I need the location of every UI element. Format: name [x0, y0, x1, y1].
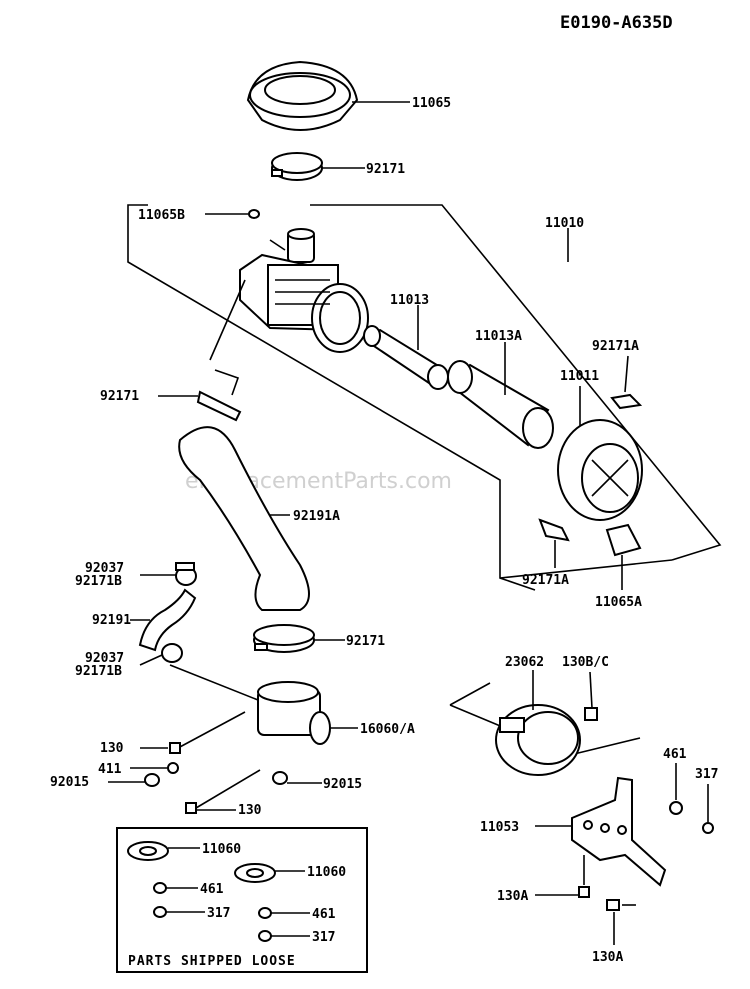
- part-92171-mid-clamp[interactable]: [253, 624, 315, 653]
- label-11060-a: 11060: [202, 842, 241, 857]
- leader-clip-to-elbow: [169, 664, 259, 701]
- part-air-cleaner-housing[interactable]: [239, 228, 369, 353]
- label-92171B-b: 92171B: [75, 664, 122, 679]
- bracket-bottom-line: [499, 559, 673, 579]
- label-11011: 11011: [560, 369, 599, 384]
- part-130-upper-bolt[interactable]: [169, 711, 246, 754]
- part-11060-gasket-b[interactable]: [234, 863, 276, 883]
- label-11065: 11065: [412, 96, 451, 111]
- part-92015-right-nut[interactable]: [272, 771, 288, 785]
- part-92171A-top-clip[interactable]: [610, 393, 643, 410]
- leader-92171A-top: [624, 355, 629, 393]
- part-461-b[interactable]: [258, 907, 272, 919]
- leader-left-hose-guide: [209, 279, 246, 396]
- label-16060A: 16060/A: [360, 722, 415, 737]
- part-92171-top-clamp[interactable]: [271, 152, 323, 181]
- label-130-a: 130: [100, 741, 124, 756]
- label-92191: 92191: [92, 613, 131, 628]
- parts-shipped-loose-title: PARTS SHIPPED LOOSE: [128, 954, 296, 969]
- part-92191A-hose[interactable]: [178, 426, 310, 611]
- part-461-right[interactable]: [669, 801, 683, 815]
- diagram-code: E0190-A635D: [560, 13, 673, 33]
- part-11065B[interactable]: [248, 209, 260, 219]
- part-92171A-bottom-clip[interactable]: [538, 518, 570, 542]
- label-92191A: 92191A: [293, 509, 340, 524]
- label-92171-left: 92171: [100, 389, 139, 404]
- part-130BC-bolt[interactable]: [584, 707, 598, 721]
- label-317-b: 317: [312, 930, 335, 945]
- part-11013-inner-filter[interactable]: [363, 325, 449, 390]
- label-92037-a: 92037: [85, 561, 124, 576]
- part-317-b[interactable]: [258, 930, 272, 942]
- part-11011-cover[interactable]: [557, 419, 643, 521]
- label-317-a: 317: [207, 906, 230, 921]
- part-92015-left-nut[interactable]: [144, 773, 160, 787]
- label-11010: 11010: [545, 216, 584, 231]
- label-11065B: 11065B: [138, 208, 185, 223]
- part-92171B-lower-clip[interactable]: [161, 643, 183, 663]
- label-130A-b: 130A: [592, 950, 623, 965]
- leader-130BC: [589, 671, 593, 709]
- label-92171-mid: 92171: [346, 634, 385, 649]
- part-411-washer[interactable]: [167, 762, 179, 774]
- label-92171A-bot: 92171A: [522, 573, 569, 588]
- label-92171A-top: 92171A: [592, 339, 639, 354]
- label-92171B-a: 92171B: [75, 574, 122, 589]
- label-11065A: 11065A: [595, 595, 642, 610]
- part-317-a[interactable]: [153, 906, 167, 918]
- label-461-right: 461: [663, 747, 687, 762]
- part-11065-cap[interactable]: [246, 60, 359, 131]
- label-92171-top: 92171: [366, 162, 405, 177]
- label-11053: 11053: [480, 820, 519, 835]
- part-11065A-valve[interactable]: [605, 523, 642, 557]
- label-130BC: 130B/C: [562, 655, 609, 670]
- parts-shipped-loose-box: [116, 827, 368, 973]
- part-461-a[interactable]: [153, 882, 167, 894]
- part-16060A-elbow[interactable]: [257, 681, 331, 745]
- part-11053-bracket[interactable]: [571, 776, 667, 887]
- label-92015-right: 92015: [323, 777, 362, 792]
- part-92171-left-clamp[interactable]: [196, 390, 242, 422]
- label-130-b: 130: [238, 803, 262, 818]
- part-92171B-upper-clip[interactable]: [175, 562, 197, 586]
- leader-housing: [269, 239, 286, 251]
- part-23062-band[interactable]: [495, 704, 581, 776]
- part-92191-small-hose[interactable]: [138, 588, 197, 652]
- label-11013: 11013: [390, 293, 429, 308]
- label-11060-b: 11060: [307, 865, 346, 880]
- label-23062: 23062: [505, 655, 544, 670]
- label-317-right: 317: [695, 767, 718, 782]
- label-411: 411: [98, 762, 122, 777]
- assembly-bracket-11010: [127, 204, 722, 591]
- part-11060-gasket-a[interactable]: [127, 841, 169, 861]
- label-92015-left: 92015: [50, 775, 89, 790]
- part-130A-bolt-a[interactable]: [578, 855, 590, 898]
- label-461-a: 461: [200, 882, 224, 897]
- part-317-right[interactable]: [702, 822, 714, 834]
- part-130A-bolt-b[interactable]: [606, 899, 636, 911]
- label-92037-b: 92037: [85, 651, 124, 666]
- leader-92037-b: [139, 654, 163, 666]
- label-11013A: 11013A: [475, 329, 522, 344]
- label-461-b: 461: [312, 907, 336, 922]
- part-11013A-outer-filter[interactable]: [447, 360, 554, 449]
- label-130A-a: 130A: [497, 889, 528, 904]
- part-130-lower-bolt[interactable]: [185, 769, 261, 814]
